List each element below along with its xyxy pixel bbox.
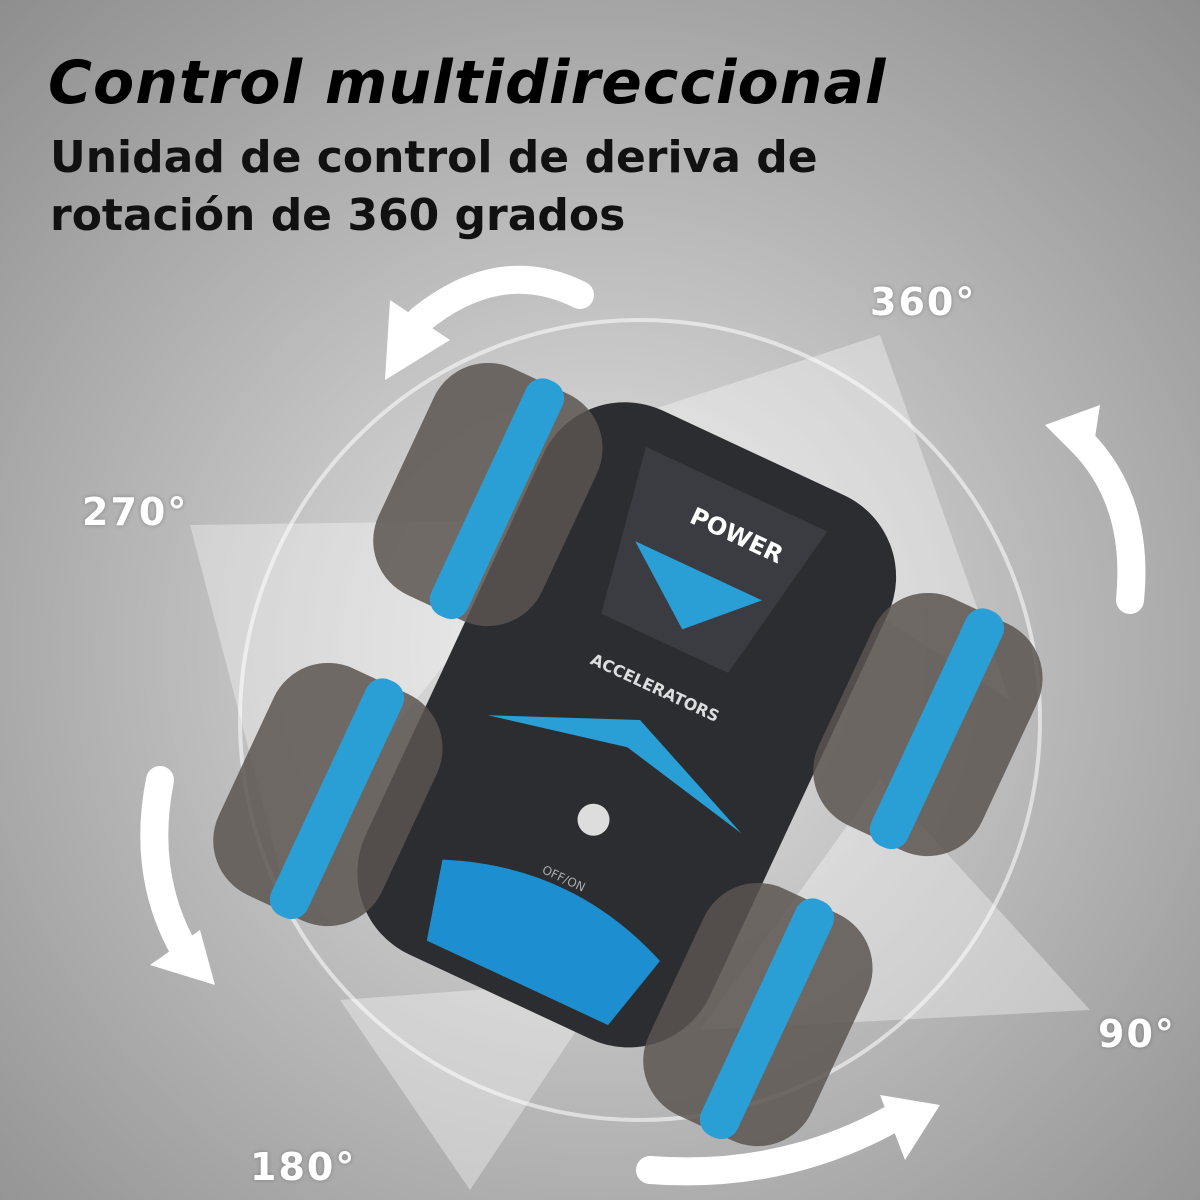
car-body: POWER ACCELERATORS OFF/ON (357, 402, 897, 1048)
wheels (213, 362, 1043, 1147)
motion-circle (238, 318, 1042, 1122)
angle-360-label: 360° (870, 280, 977, 324)
angle-270-label: 270° (82, 490, 189, 534)
angle-90-label: 90° (1098, 1012, 1176, 1056)
rotation-arrows (140, 265, 1146, 1186)
angle-180-label: 180° (250, 1145, 357, 1189)
arrow-heads (150, 300, 1100, 1160)
headline: Control multidireccional (48, 48, 887, 118)
subtitle-line-2: rotación de 360 grados (50, 190, 626, 241)
subtitle-line-1: Unidad de control de deriva de (50, 132, 818, 183)
